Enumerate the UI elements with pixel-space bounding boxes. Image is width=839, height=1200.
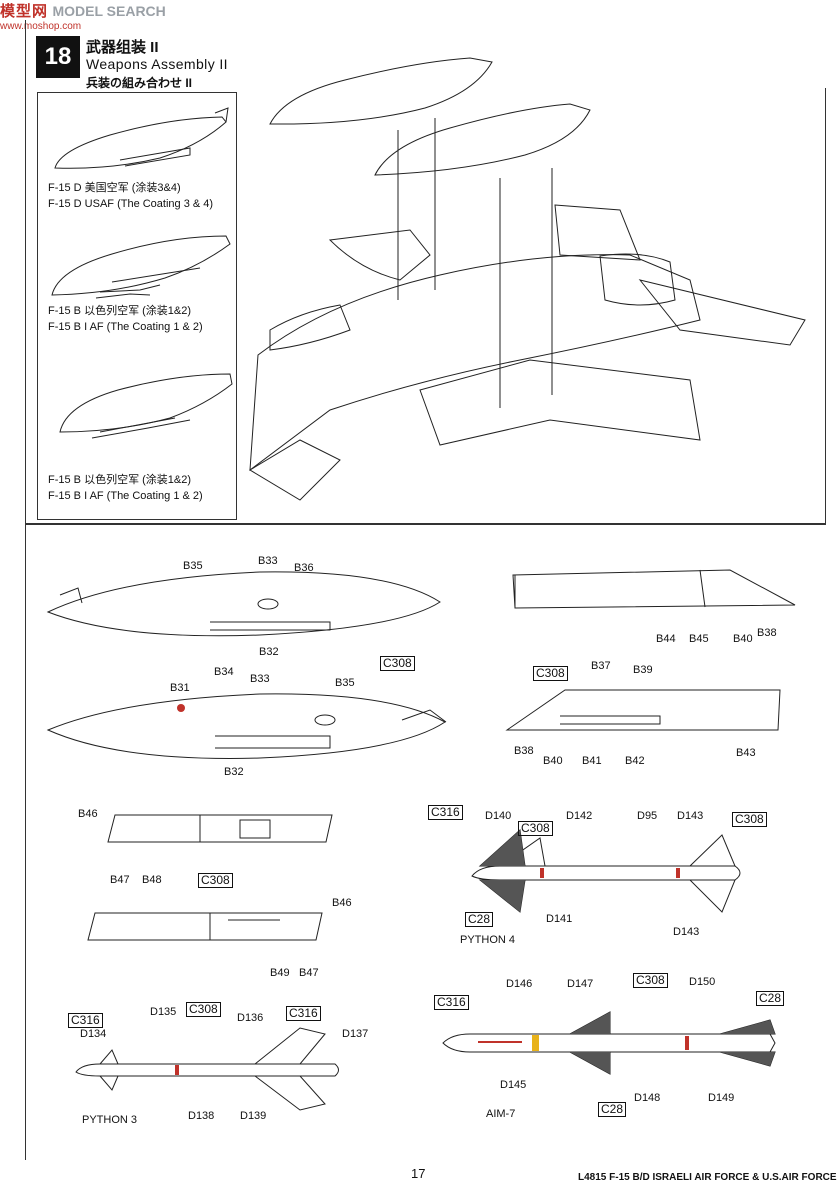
part-label: B41: [582, 755, 602, 767]
color-code: C308: [186, 1002, 221, 1017]
part-label: B45: [689, 633, 709, 645]
part-label: B32: [224, 766, 244, 778]
color-code: C316: [286, 1006, 321, 1021]
part-label: D136: [237, 1012, 264, 1024]
part-label: D147: [567, 978, 594, 990]
page-number: 17: [411, 1166, 426, 1181]
part-label: B32: [259, 646, 279, 658]
part-label: D145: [500, 1079, 527, 1091]
color-code: C28: [598, 1102, 627, 1117]
part-label: B49: [270, 967, 290, 979]
step-number: 18: [36, 36, 80, 78]
part-label: D142: [566, 810, 593, 822]
part-label: D150: [689, 976, 716, 988]
part-label: D139: [240, 1110, 267, 1122]
color-code: C308: [198, 873, 233, 888]
variant-caption-1: F-15 D 美国空军 (涂装3&4) F-15 D USAF (The Coa…: [48, 182, 214, 210]
variant-inset: [37, 92, 237, 520]
part-label: B35: [335, 677, 355, 689]
color-code: C308: [518, 821, 553, 836]
step-title-en: Weapons Assembly II: [86, 56, 228, 72]
color-code: C308: [633, 973, 668, 988]
part-label: B34: [214, 666, 234, 678]
part-label: B44: [656, 633, 676, 645]
part-label: B40: [543, 755, 563, 767]
part-label: D143: [677, 810, 704, 822]
part-label: D143: [673, 926, 700, 938]
watermark-search: MODEL SEARCH: [52, 3, 166, 19]
variant-caption-2: F-15 B 以色列空军 (涂装1&2) F-15 B I AF (The Co…: [48, 305, 203, 333]
part-label: D141: [546, 913, 573, 925]
part-label: B47: [299, 967, 319, 979]
step-title-zh: 武器组装 II: [86, 39, 159, 56]
color-code: C28: [756, 991, 785, 1006]
part-label: D135: [150, 1006, 177, 1018]
part-label: B40: [733, 633, 753, 645]
watermark-site: 模型网: [0, 3, 49, 20]
part-label: B35: [183, 560, 203, 572]
step-title-ja: 兵装の組み合わせ II: [86, 76, 193, 90]
part-label: B33: [250, 673, 270, 685]
part-label: B43: [736, 747, 756, 759]
part-label: D95: [637, 810, 658, 822]
section-divider: [25, 523, 825, 524]
part-label: B33: [258, 555, 278, 567]
part-label: D140: [485, 810, 512, 822]
color-code: C308: [533, 666, 568, 681]
part-label: B38: [514, 745, 534, 757]
missile-name: PYTHON 3: [82, 1114, 138, 1126]
watermark: 模型网 MODEL SEARCH www.moshop.com: [0, 0, 175, 34]
left-border: [25, 20, 26, 1160]
watermark-url: www.moshop.com: [0, 21, 82, 32]
part-label: B46: [78, 808, 98, 820]
part-label: D134: [80, 1028, 107, 1040]
part-label: D137: [342, 1028, 369, 1040]
variant-caption-3: F-15 B 以色列空军 (涂装1&2) F-15 B I AF (The Co…: [48, 474, 203, 502]
color-code: C316: [434, 995, 469, 1010]
missile-name: AIM-7: [486, 1108, 516, 1120]
part-label: D138: [188, 1110, 215, 1122]
color-code: C308: [732, 812, 767, 827]
part-label: B47: [110, 874, 130, 886]
part-label: D149: [708, 1092, 735, 1104]
color-code: C28: [465, 912, 494, 927]
color-code: C316: [68, 1013, 103, 1028]
part-label: B36: [294, 562, 314, 574]
part-label: B42: [625, 755, 645, 767]
color-code: C316: [428, 805, 463, 820]
part-label: B31: [170, 682, 190, 694]
part-label: B38: [757, 627, 777, 639]
part-label: D148: [634, 1092, 661, 1104]
assembly-frame: [25, 88, 826, 525]
color-code: C308: [380, 656, 415, 671]
missile-name: PYTHON 4: [460, 934, 516, 946]
part-label: D146: [506, 978, 533, 990]
footer-title: L4815 F-15 B/D ISRAELI AIR FORCE & U.S.A…: [578, 1172, 837, 1183]
part-label: B48: [142, 874, 162, 886]
part-label: B39: [633, 664, 653, 676]
part-label: B46: [332, 897, 352, 909]
part-label: B37: [591, 660, 611, 672]
